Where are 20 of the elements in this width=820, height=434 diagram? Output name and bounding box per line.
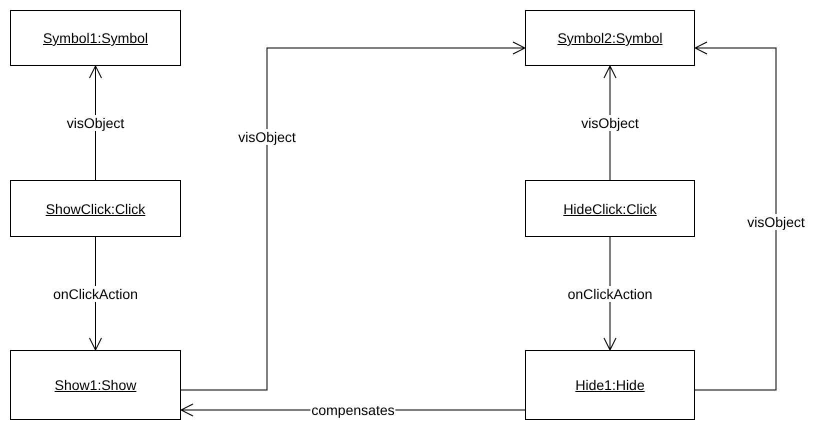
object-name: HideClick:Click <box>563 200 657 216</box>
arrow <box>180 42 526 390</box>
object-box <box>525 350 695 420</box>
object-box <box>10 180 181 237</box>
edge-label: visObject <box>66 115 126 131</box>
edge-label: visObject <box>746 214 806 230</box>
object-box <box>10 10 181 66</box>
arrow <box>694 42 776 390</box>
object-name: Symbol1:Symbol <box>42 30 148 46</box>
object-box <box>10 350 181 420</box>
edge-label: visObject <box>237 129 297 145</box>
object-box <box>525 10 695 66</box>
object-name: ShowClick:Click <box>46 200 146 216</box>
object-name: Hide1:Hide <box>575 377 645 393</box>
object-box <box>525 180 695 237</box>
edge-label: onClickAction <box>52 286 139 302</box>
object-name: Show1:Show <box>54 377 136 393</box>
edge-label: visObject <box>580 115 640 131</box>
object-name: Symbol2:Symbol <box>557 30 663 46</box>
edge-label: onClickAction <box>566 286 654 302</box>
